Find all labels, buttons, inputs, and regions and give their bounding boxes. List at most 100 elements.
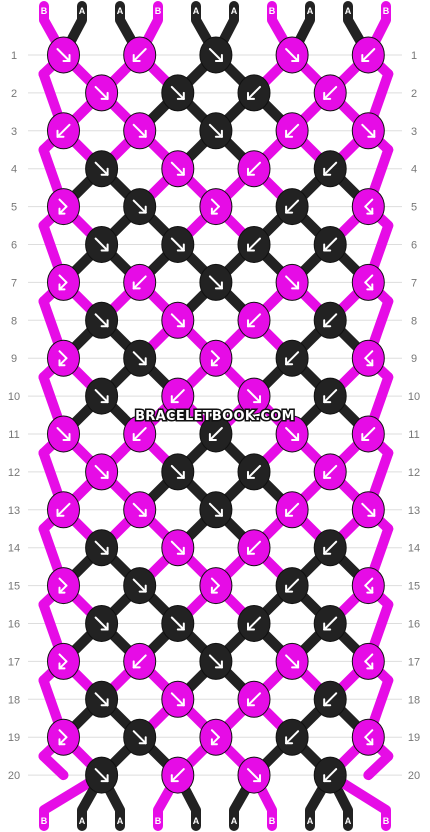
knot bbox=[351, 263, 385, 301]
knot bbox=[123, 567, 157, 605]
string-label-bottom: B bbox=[155, 816, 162, 826]
knot-arrow-icon bbox=[58, 577, 68, 587]
knot-arrow-icon bbox=[285, 578, 300, 593]
knot-arrow-icon bbox=[208, 123, 223, 138]
knot bbox=[351, 112, 385, 150]
knot-arrow-icon bbox=[361, 48, 376, 62]
knot-arrow-icon bbox=[170, 540, 185, 555]
knot bbox=[313, 377, 347, 415]
knot-circle bbox=[351, 718, 385, 756]
knot-arrow-icon bbox=[285, 123, 300, 138]
knot-grid bbox=[47, 36, 385, 794]
knot-circle bbox=[47, 339, 80, 377]
knot-arrow-icon bbox=[170, 85, 185, 100]
string-label-bottom: A bbox=[307, 816, 314, 826]
knot bbox=[199, 263, 233, 301]
knot-arrow-icon bbox=[364, 205, 374, 215]
knot-arrow-icon bbox=[285, 427, 300, 441]
knot-circle bbox=[199, 718, 233, 756]
knot bbox=[275, 642, 309, 680]
knot-arrow-icon bbox=[323, 616, 338, 631]
knot-arrow-icon bbox=[58, 274, 68, 284]
string-label-bottom: A bbox=[193, 816, 200, 826]
row-number: 14 bbox=[8, 543, 20, 555]
knot bbox=[123, 718, 157, 756]
knot-circle bbox=[199, 339, 233, 377]
knot bbox=[351, 642, 385, 680]
knot-arrow-icon bbox=[132, 654, 147, 669]
thread-segment bbox=[363, 751, 394, 781]
knot bbox=[237, 226, 271, 263]
knot-arrow-icon bbox=[210, 736, 220, 746]
knot-arrow-icon bbox=[323, 237, 338, 252]
knot-arrow-icon bbox=[170, 237, 185, 252]
knot bbox=[351, 339, 385, 377]
knot bbox=[85, 680, 119, 718]
knot-arrow-icon bbox=[247, 464, 261, 479]
knot bbox=[85, 226, 119, 263]
string-bottom-stub bbox=[325, 770, 391, 831]
knot-arrow-icon bbox=[247, 540, 261, 555]
knot bbox=[351, 718, 385, 756]
knot-arrow-icon bbox=[56, 502, 71, 517]
row-number: 13 bbox=[8, 505, 20, 517]
knot-arrow-icon bbox=[361, 123, 376, 138]
knot bbox=[161, 605, 195, 642]
knot-arrow-icon bbox=[170, 768, 185, 783]
string-label-bottom: A bbox=[345, 816, 352, 826]
knot-arrow-icon bbox=[210, 198, 220, 208]
knot bbox=[237, 74, 271, 112]
row-number: 9 bbox=[11, 353, 17, 365]
knot bbox=[123, 263, 157, 301]
knot-arrow-icon bbox=[364, 729, 374, 739]
knot-arrow-icon bbox=[170, 313, 185, 328]
knot-arrow-icon bbox=[94, 313, 109, 328]
knot bbox=[313, 301, 347, 339]
knot-arrow-icon bbox=[94, 161, 109, 176]
thread-segment bbox=[38, 751, 69, 781]
knot bbox=[47, 263, 80, 301]
knot bbox=[237, 529, 271, 567]
knot bbox=[161, 680, 195, 718]
knot bbox=[313, 226, 347, 263]
knot-arrow-icon bbox=[323, 540, 338, 555]
string-label-bottom: A bbox=[79, 816, 86, 826]
knot-arrow-icon bbox=[364, 198, 374, 208]
knot-arrow-icon bbox=[285, 351, 300, 366]
knot bbox=[47, 36, 80, 74]
knot-arrow-icon bbox=[210, 350, 220, 360]
knot-arrow-icon bbox=[208, 48, 223, 62]
knot-arrow-icon bbox=[364, 584, 374, 594]
knot bbox=[313, 756, 347, 794]
knot bbox=[199, 36, 233, 74]
string-label-top: A bbox=[193, 6, 200, 16]
knot-arrow-icon bbox=[364, 281, 374, 291]
knot-arrow-icon bbox=[132, 275, 147, 290]
knot-arrow-icon bbox=[285, 654, 300, 669]
knot bbox=[85, 377, 119, 415]
knot-arrow-icon bbox=[364, 660, 374, 670]
knot-circle bbox=[351, 567, 385, 605]
string-label-bottom: B bbox=[383, 816, 390, 826]
knot bbox=[237, 150, 271, 188]
knot-arrow-icon bbox=[247, 237, 261, 252]
row-number: 18 bbox=[408, 694, 420, 706]
knot bbox=[237, 756, 271, 794]
knot bbox=[275, 263, 309, 301]
row-number: 19 bbox=[8, 732, 20, 744]
knot-arrow-icon bbox=[210, 584, 220, 594]
row-number: 1 bbox=[11, 50, 17, 62]
knot-arrow-icon bbox=[285, 730, 300, 745]
knot-arrow-icon bbox=[58, 584, 68, 594]
knot-arrow-icon bbox=[58, 350, 68, 360]
knot bbox=[275, 188, 309, 226]
row-number: 7 bbox=[411, 277, 417, 289]
knot-arrow-icon bbox=[323, 313, 338, 328]
row-number: 9 bbox=[411, 353, 417, 365]
knot-arrow-icon bbox=[210, 577, 220, 587]
row-number: 12 bbox=[408, 467, 420, 479]
watermark-text: BRACELETBOOK.COM bbox=[135, 409, 295, 424]
